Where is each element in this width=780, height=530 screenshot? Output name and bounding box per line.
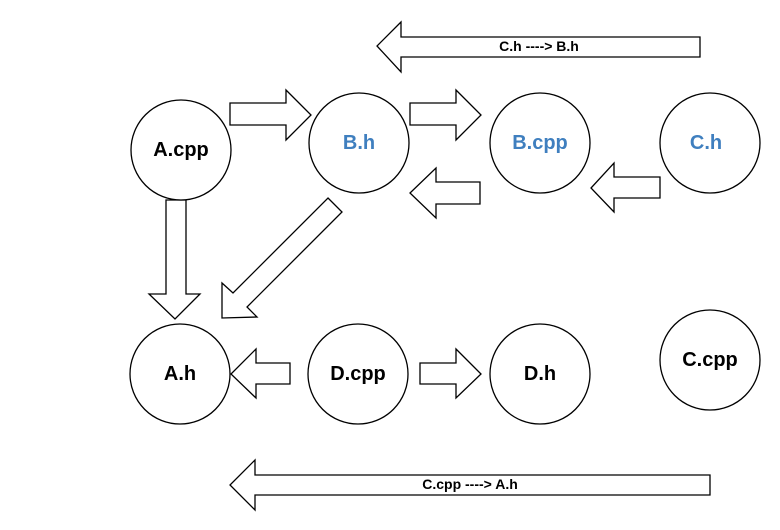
arrow-label-bottom: C.cpp ----> A.h — [422, 476, 518, 492]
arrow-a-cpp-to-b-h — [229, 88, 312, 142]
node-label-c-cpp: C.cpp — [682, 349, 738, 371]
node-c-h: C.h — [659, 92, 761, 194]
node-label-b-cpp: B.cpp — [512, 132, 568, 154]
node-c-cpp: C.cpp — [659, 309, 761, 411]
arrow-b-h-to-b-cpp — [409, 88, 482, 142]
arrow-d-cpp-to-a-h — [230, 347, 291, 400]
arrow-c-h-to-b-h: C.h ----> B.h — [376, 20, 701, 74]
node-label-a-cpp: A.cpp — [153, 139, 209, 161]
node-d-cpp: D.cpp — [307, 323, 409, 425]
node-b-cpp: B.cpp — [489, 92, 591, 194]
node-label-d-cpp: D.cpp — [330, 363, 386, 385]
node-label-d-h: D.h — [524, 363, 556, 385]
arrow-a-cpp-to-a-h — [147, 199, 202, 320]
node-b-h: B.h — [308, 92, 410, 194]
arrow-c-cpp-to-a-h: C.cpp ----> A.h — [229, 458, 711, 512]
arrow-b-h-to-a-h — [221, 197, 343, 319]
arrow-c-h-to-b-cpp — [590, 161, 661, 214]
node-label-a-h: A.h — [164, 363, 196, 385]
arrow-label-top: C.h ----> B.h — [499, 38, 579, 54]
node-label-b-h: B.h — [343, 132, 375, 154]
arrow-b-cpp-to-b-h — [409, 166, 481, 220]
node-label-c-h: C.h — [690, 132, 722, 154]
node-d-h: D.h — [489, 323, 591, 425]
node-a-h: A.h — [129, 323, 231, 425]
arrow-d-cpp-to-d-h — [419, 347, 482, 400]
node-a-cpp: A.cpp — [130, 99, 232, 201]
